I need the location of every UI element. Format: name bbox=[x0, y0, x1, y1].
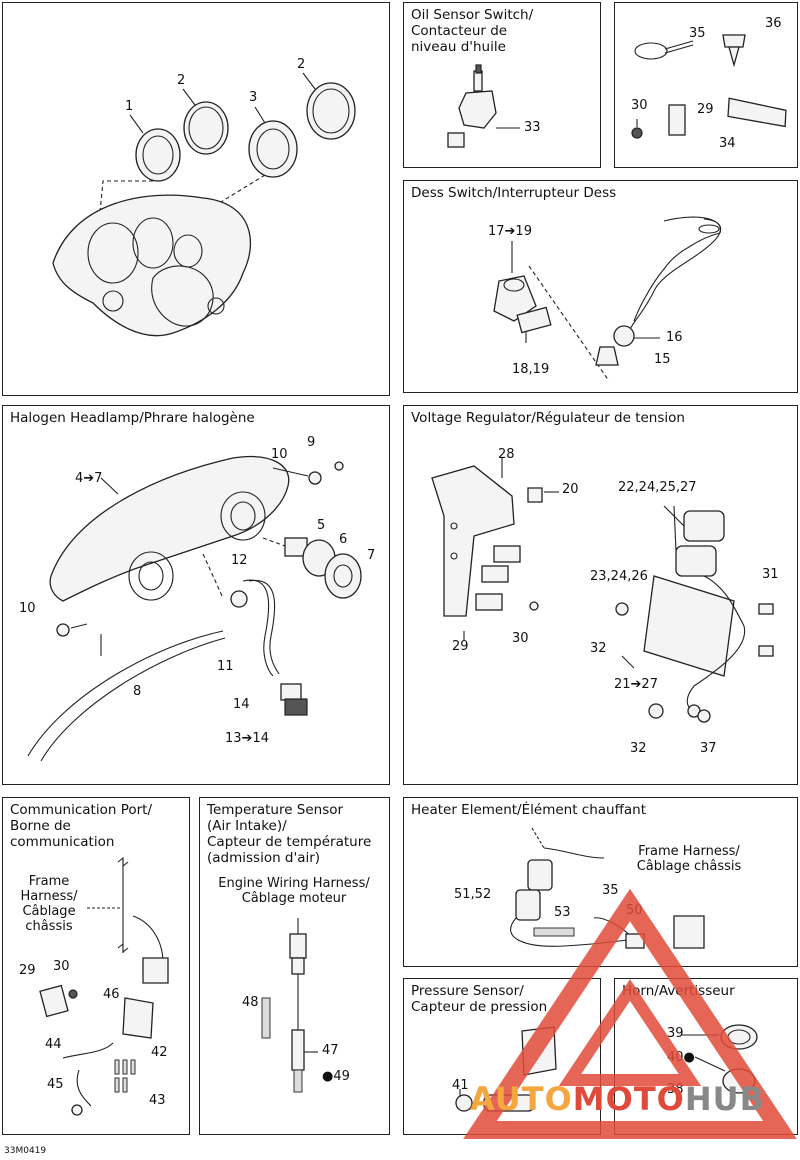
callout-12: 12 bbox=[231, 553, 248, 568]
callout-29: 29 bbox=[697, 102, 714, 117]
callout-40-label: 40 bbox=[667, 1050, 684, 1065]
callout-33: 33 bbox=[524, 120, 541, 135]
temp-sensor-drawing bbox=[261, 918, 318, 1093]
comm-port-title: Communication Port/ Borne de communicati… bbox=[10, 802, 153, 850]
oil-sensor-drawing bbox=[447, 64, 520, 148]
callout-10b: 10 bbox=[19, 601, 36, 616]
comm-port-drawing bbox=[39, 856, 169, 1116]
panel-communication-port: Communication Port/ Borne de communicati… bbox=[2, 797, 190, 1135]
callout-3: 3 bbox=[249, 90, 258, 105]
panel-heater-element: Heater Element/Élément chauffant Frame H… bbox=[403, 797, 798, 967]
heater-title: Heater Element/Élément chauffant bbox=[411, 802, 647, 818]
callout-23-24-26: 23,24,26 bbox=[590, 569, 648, 584]
callout-30: 30 bbox=[631, 98, 648, 113]
watermark-auto: AUTO bbox=[470, 1080, 573, 1118]
callout-1: 1 bbox=[125, 99, 134, 114]
panel-temperature-sensor: Temperature Sensor (Air Intake)/ Capteur… bbox=[199, 797, 390, 1135]
panel-oil-sensor: Oil Sensor Switch/ Contacteur de niveau … bbox=[403, 2, 601, 168]
callout-30: 30 bbox=[512, 631, 529, 646]
callout-49: ●49 bbox=[322, 1070, 350, 1084]
headlamp-title: Halogen Headlamp/Phrare halogène bbox=[10, 410, 255, 426]
callout-20: 20 bbox=[562, 482, 579, 497]
regulator-drawing bbox=[431, 458, 774, 723]
panel-halogen-headlamp: Halogen Headlamp/Phrare halogène 9 10 4➔… bbox=[2, 405, 390, 785]
misc-hardware-drawing bbox=[631, 34, 787, 139]
dess-switch-title: Dess Switch/Interrupteur Dess bbox=[411, 185, 617, 201]
callout-18-19: 18,19 bbox=[512, 362, 550, 377]
callout-43: 43 bbox=[149, 1093, 166, 1108]
callout-29: 29 bbox=[19, 963, 36, 978]
callout-31: 31 bbox=[762, 567, 779, 582]
callout-35: 35 bbox=[602, 883, 619, 898]
callout-46: 46 bbox=[103, 987, 120, 1002]
callout-37: 37 bbox=[700, 741, 717, 756]
callout-4-7: 4➔7 bbox=[75, 471, 103, 486]
callout-13-14: 13➔14 bbox=[225, 731, 269, 746]
comm-frame-harness-note: Frame Harness/ Câblage châssis bbox=[20, 874, 78, 934]
watermark-moto: MOTO bbox=[572, 1080, 685, 1118]
headlamp-drawing bbox=[27, 456, 362, 762]
regulator-title: Voltage Regulator/Régulateur de tension bbox=[411, 410, 685, 426]
callout-28: 28 bbox=[498, 447, 515, 462]
callout-42: 42 bbox=[151, 1045, 168, 1060]
callout-40: 40● bbox=[667, 1051, 695, 1065]
callout-34: 34 bbox=[719, 136, 736, 151]
callout-22-24-25-27: 22,24,25,27 bbox=[618, 480, 697, 495]
callout-9: 9 bbox=[307, 435, 316, 450]
callout-35: 35 bbox=[689, 26, 706, 41]
drawing-code: 33M0419 bbox=[4, 1146, 47, 1156]
callout-47: 47 bbox=[322, 1043, 339, 1058]
callout-8: 8 bbox=[133, 684, 142, 699]
callout-7: 7 bbox=[367, 548, 376, 563]
callout-14: 14 bbox=[233, 697, 250, 712]
callout-17-19: 17➔19 bbox=[488, 224, 532, 239]
gauge-cluster-drawing bbox=[52, 72, 356, 337]
callout-2: 2 bbox=[177, 73, 186, 88]
panel-misc-hardware: 35 36 30 29 34 bbox=[614, 2, 798, 168]
heater-frame-harness-note: Frame Harness/ Câblage châssis bbox=[636, 844, 742, 874]
temp-sensor-title: Temperature Sensor (Air Intake)/ Capteur… bbox=[207, 802, 372, 866]
watermark-hub: HUB bbox=[684, 1080, 766, 1118]
callout-29: 29 bbox=[452, 639, 469, 654]
callout-39: 39 bbox=[667, 1026, 684, 1041]
callout-51-52: 51,52 bbox=[454, 887, 492, 902]
callout-41: 41 bbox=[452, 1078, 469, 1093]
panel-dess-switch: Dess Switch/Interrupteur Dess 17➔19 16 1… bbox=[403, 180, 798, 393]
callout-10a: 10 bbox=[271, 447, 288, 462]
panel-voltage-regulator: Voltage Regulator/Régulateur de tension … bbox=[403, 405, 798, 785]
callout-5: 5 bbox=[317, 518, 326, 533]
oil-drop-icon: ● bbox=[322, 1069, 334, 1084]
callout-44: 44 bbox=[45, 1037, 62, 1052]
callout-32b: 32 bbox=[630, 741, 647, 756]
callout-50: 50 bbox=[626, 903, 643, 918]
callout-11: 11 bbox=[217, 659, 234, 674]
callout-32a: 32 bbox=[590, 641, 607, 656]
panel-gauge-cluster: 1 2 3 2 bbox=[2, 2, 390, 396]
callout-6: 6 bbox=[339, 532, 348, 547]
callout-48: 48 bbox=[242, 995, 259, 1010]
oil-sensor-title: Oil Sensor Switch/ Contacteur de niveau … bbox=[411, 7, 534, 55]
dess-switch-drawing bbox=[493, 216, 722, 382]
callout-30: 30 bbox=[53, 959, 70, 974]
callout-16: 16 bbox=[666, 330, 683, 345]
watermark-logo: AUTOMOTOHUB bbox=[470, 1080, 765, 1118]
callout-15: 15 bbox=[654, 352, 671, 367]
callout-2b: 2 bbox=[297, 57, 306, 72]
callout-45: 45 bbox=[47, 1077, 64, 1092]
callout-36: 36 bbox=[765, 16, 782, 31]
temp-engine-harness-note: Engine Wiring Harness/ Câblage moteur bbox=[218, 876, 370, 906]
oil-drop-icon: ● bbox=[683, 1050, 695, 1065]
callout-49-label: 49 bbox=[333, 1069, 350, 1084]
callout-21-27: 21➔27 bbox=[614, 677, 658, 692]
callout-53: 53 bbox=[554, 905, 571, 920]
